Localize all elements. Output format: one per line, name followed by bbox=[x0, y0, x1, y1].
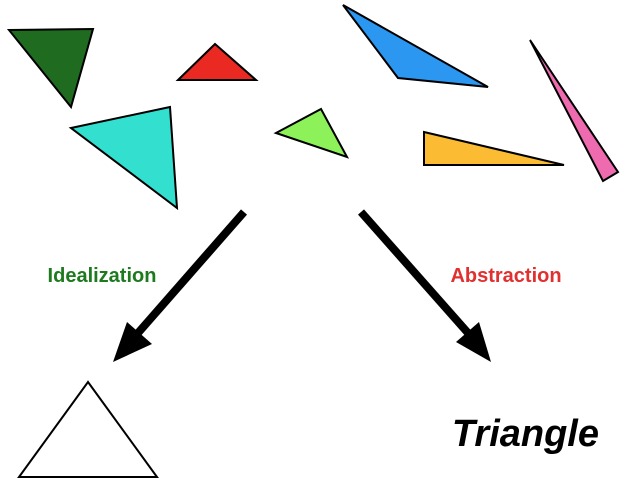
orange-triangle bbox=[423, 130, 565, 166]
triangle-word: Triangle bbox=[452, 413, 599, 455]
light-green-triangle bbox=[273, 107, 350, 159]
abstraction-arrow-head bbox=[456, 322, 491, 362]
abstraction-arrow-shaft bbox=[358, 209, 471, 336]
idealization-arrow bbox=[113, 209, 248, 362]
idealization-arrow-shaft bbox=[134, 209, 248, 336]
red-triangle bbox=[175, 42, 259, 81]
pink-triangle bbox=[529, 39, 620, 183]
abstraction-arrow bbox=[358, 209, 491, 362]
dark-green-triangle bbox=[6, 27, 95, 110]
abstraction-label: Abstraction bbox=[450, 265, 561, 287]
turquoise-triangle bbox=[68, 105, 179, 211]
blue-triangle bbox=[342, 4, 489, 88]
ideal-triangle bbox=[17, 380, 159, 478]
idealization-label: Idealization bbox=[48, 265, 157, 287]
idealization-arrow-head bbox=[113, 322, 152, 362]
